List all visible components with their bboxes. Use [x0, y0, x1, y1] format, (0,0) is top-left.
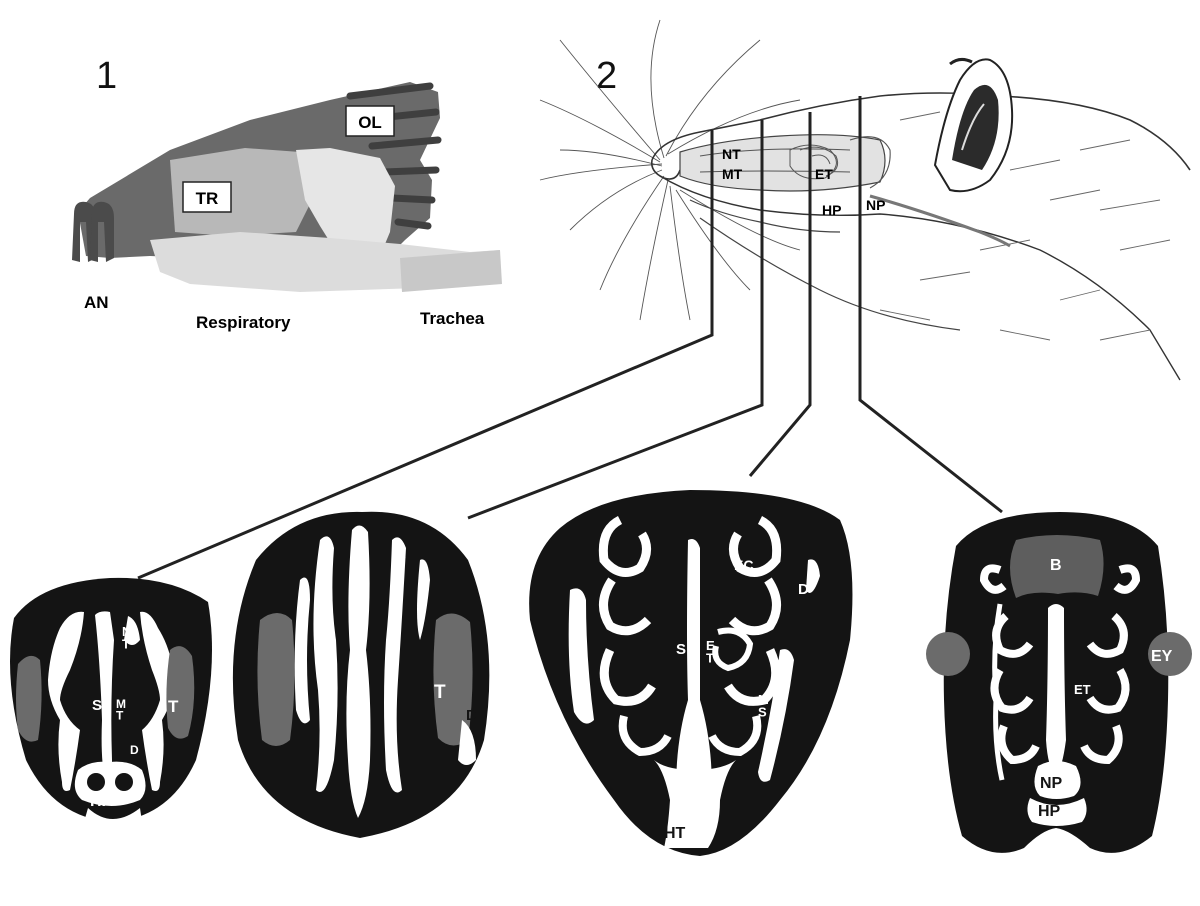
respiratory-label: Respiratory: [196, 313, 291, 332]
ol-label: OL: [358, 113, 382, 132]
section-lines: [137, 96, 1003, 580]
section-3-d-label: D: [798, 581, 809, 598]
panel-1: 1 OL TR AN Respiratory Trachea: [72, 55, 502, 332]
section-1-hp-label: HP: [90, 793, 113, 810]
section-2-tooth-right: [433, 613, 473, 746]
section-4-eye-left: [926, 632, 970, 676]
section-3-s-label: S: [676, 641, 686, 658]
section-4-brain: [1010, 535, 1104, 598]
section-1-tooth-right: [166, 646, 195, 739]
central-cast: [296, 148, 395, 258]
nt-label: NT: [722, 146, 741, 162]
section-1-d-label: D: [130, 743, 139, 757]
mt-label: MT: [722, 166, 743, 182]
panel-2: 2 NT: [137, 19, 1191, 580]
an-label: AN: [84, 293, 109, 312]
section-4-hp-label: HP: [1038, 803, 1061, 820]
section-line-3: [748, 112, 812, 477]
section-line-4: [858, 96, 1003, 514]
section-3-ht-label: HT: [664, 825, 686, 842]
anterior-nares-left: [72, 201, 96, 262]
tr-label: TR: [196, 189, 219, 208]
section-1-tooth-left: [16, 655, 42, 742]
section-2-t-label: T: [434, 682, 446, 703]
trachea-label: Trachea: [420, 309, 485, 328]
anterior-nares-right: [90, 201, 114, 262]
section-4-eye-right: [1148, 632, 1192, 676]
section-2-s-label: S: [350, 685, 361, 702]
section-4-np-label: NP: [1040, 775, 1063, 792]
hp-label: HP: [822, 202, 841, 218]
section-4-ey-label: EY: [1151, 648, 1173, 665]
panel-1-number: 1: [96, 55, 117, 97]
et-label: ET: [815, 166, 833, 182]
section-4-s-label: S: [1049, 671, 1059, 688]
section-1-t-label: T: [168, 697, 179, 716]
section-3-ec-label: EC: [734, 557, 753, 573]
section-1-s-label: S: [92, 697, 102, 714]
trachea-tube: [400, 250, 502, 292]
rat-ear: [933, 57, 1014, 193]
olfactory-ridges: [346, 82, 442, 230]
section-4-et-label: ET: [1074, 682, 1091, 697]
cross-section-4: B EY S ET NP HP: [926, 512, 1192, 853]
nasal-cast-model: [72, 82, 502, 292]
section-4-b-label: B: [1050, 557, 1062, 574]
section-2-d-label: D: [466, 707, 477, 724]
section-2-tooth-left: [257, 613, 295, 746]
panel-2-number: 2: [596, 55, 617, 97]
tr-label-box: [182, 181, 232, 213]
section-line-2: [467, 120, 764, 520]
np-label: NP: [866, 197, 885, 213]
transitional-region: [170, 148, 312, 236]
ol-label-box: [345, 105, 395, 137]
section-line-1: [137, 130, 714, 580]
rat-head-sketch: [539, 19, 1191, 381]
